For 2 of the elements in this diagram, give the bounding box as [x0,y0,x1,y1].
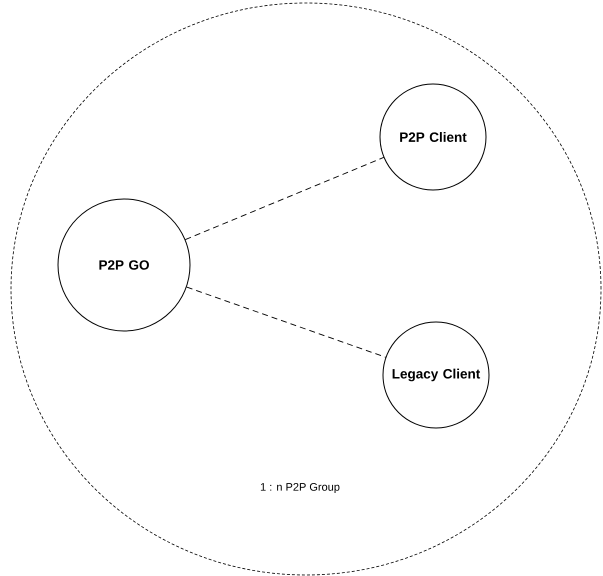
connector-line [186,286,386,358]
connector-line [184,157,384,240]
